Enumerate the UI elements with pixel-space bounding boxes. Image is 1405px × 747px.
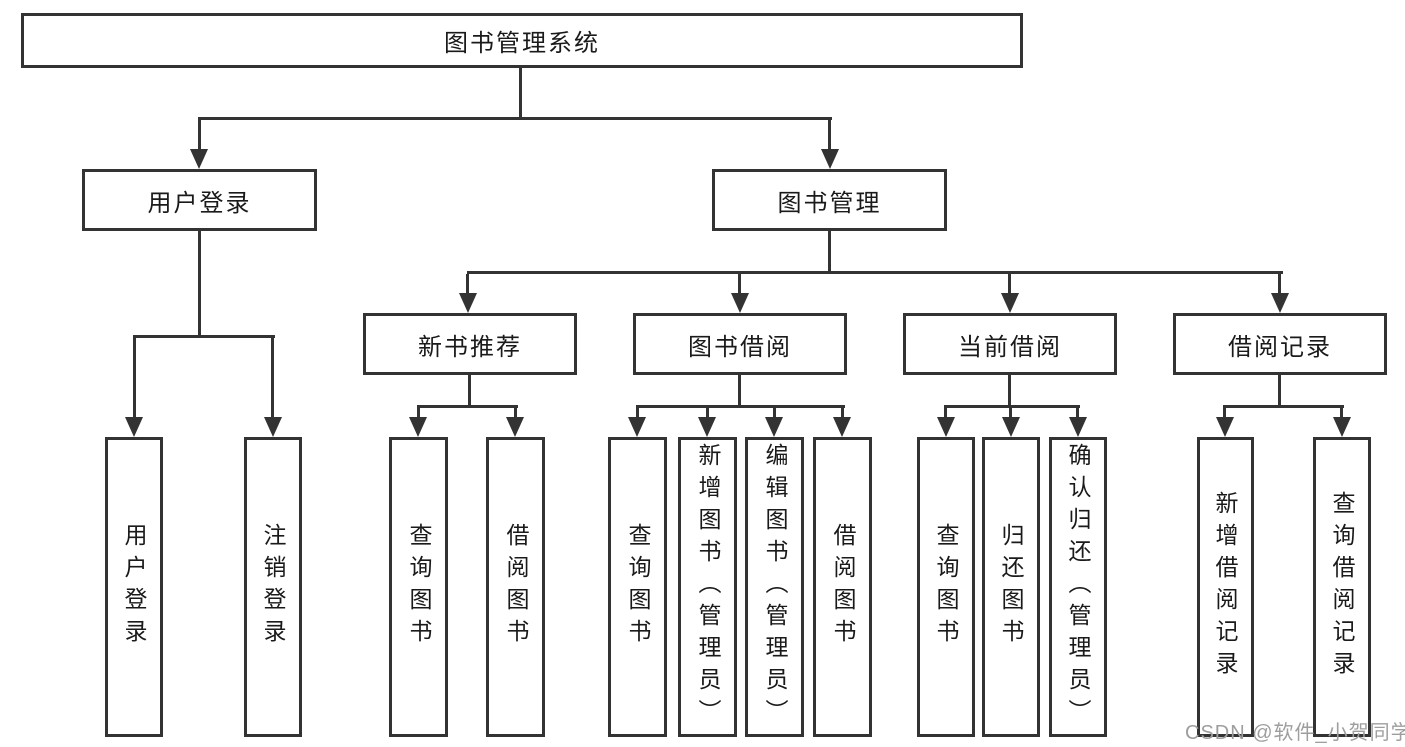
- arrow-down-icon: [190, 149, 208, 169]
- arrow-down-icon: [1069, 417, 1087, 437]
- connector-line: [1076, 405, 1079, 418]
- arrow-down-icon: [125, 417, 143, 437]
- connector-line: [1009, 405, 1012, 418]
- connector-line: [468, 375, 471, 408]
- csdn-watermark: CSDN @软件_小贺同学: [1185, 722, 1405, 744]
- node-user-login: 用户登录: [82, 169, 317, 231]
- node-root-library-system: 图书管理系统: [21, 13, 1023, 68]
- node-book-management: 图书管理: [712, 169, 947, 231]
- connector-line: [519, 68, 522, 120]
- arrow-down-icon: [506, 417, 524, 437]
- leaf-add-book-admin: 新增图书（管理员）: [678, 437, 737, 737]
- arrow-down-icon: [937, 417, 955, 437]
- leaf-borrow-book: 借阅图书: [813, 437, 872, 737]
- connector-line: [1223, 405, 1226, 418]
- arrow-down-icon: [1002, 417, 1020, 437]
- connector-line: [1008, 375, 1011, 408]
- leaf-user-login: 用户登录: [105, 437, 163, 737]
- connector-line: [417, 405, 420, 418]
- arrow-down-icon: [1216, 417, 1234, 437]
- arrow-down-icon: [765, 417, 783, 437]
- node-new-book-recommend: 新书推荐: [363, 313, 577, 375]
- connector-line: [738, 375, 741, 408]
- connector-line: [1278, 375, 1281, 408]
- connector-line: [133, 338, 136, 418]
- arrow-down-icon: [409, 417, 427, 437]
- arrow-down-icon: [1001, 293, 1019, 313]
- arrow-down-icon: [1271, 293, 1289, 313]
- connector-line: [1224, 405, 1344, 408]
- connector-line: [636, 405, 639, 418]
- arrow-down-icon: [1333, 417, 1351, 437]
- leaf-add-borrow-record: 新增借阅记录: [1197, 437, 1254, 737]
- node-book-borrow: 图书借阅: [633, 313, 847, 375]
- leaf-return-book: 归还图书: [982, 437, 1040, 737]
- arrow-down-icon: [628, 417, 646, 437]
- connector-line: [828, 120, 831, 150]
- arrow-down-icon: [264, 417, 282, 437]
- connector-line: [417, 405, 518, 408]
- connector-line: [133, 335, 275, 338]
- connector-line: [841, 405, 844, 418]
- connector-line: [944, 405, 947, 418]
- leaf-confirm-return-admin: 确认归还（管理员）: [1049, 437, 1107, 737]
- connector-line: [198, 117, 832, 120]
- arrow-down-icon: [459, 293, 477, 313]
- connector-line: [198, 120, 201, 150]
- arrow-down-icon: [731, 293, 749, 313]
- leaf-borrow-book-newbook: 借阅图书: [486, 437, 545, 737]
- connector-line: [514, 405, 517, 418]
- connector-line: [1008, 274, 1011, 294]
- arrow-down-icon: [821, 149, 839, 169]
- leaf-query-book-newbook: 查询图书: [389, 437, 448, 737]
- arrow-down-icon: [833, 417, 851, 437]
- connector-line: [944, 405, 1080, 408]
- connector-line: [706, 405, 709, 418]
- leaf-query-book-borrow: 查询图书: [608, 437, 667, 737]
- connector-line: [636, 405, 845, 408]
- connector-line: [198, 231, 201, 337]
- connector-line: [828, 231, 831, 274]
- connector-line: [271, 338, 274, 418]
- connector-line: [466, 274, 469, 294]
- arrow-down-icon: [698, 417, 716, 437]
- node-borrow-records: 借阅记录: [1173, 313, 1387, 375]
- leaf-edit-book-admin: 编辑图书（管理员）: [745, 437, 804, 737]
- leaf-logout: 注销登录: [244, 437, 302, 737]
- connector-line: [1340, 405, 1343, 418]
- leaf-query-book-current: 查询图书: [917, 437, 975, 737]
- leaf-query-borrow-record: 查询借阅记录: [1313, 437, 1371, 737]
- connector-line: [738, 274, 741, 294]
- node-current-borrow: 当前借阅: [903, 313, 1117, 375]
- connector-line: [467, 271, 1283, 274]
- connector-line: [773, 405, 776, 418]
- connector-line: [1278, 274, 1281, 294]
